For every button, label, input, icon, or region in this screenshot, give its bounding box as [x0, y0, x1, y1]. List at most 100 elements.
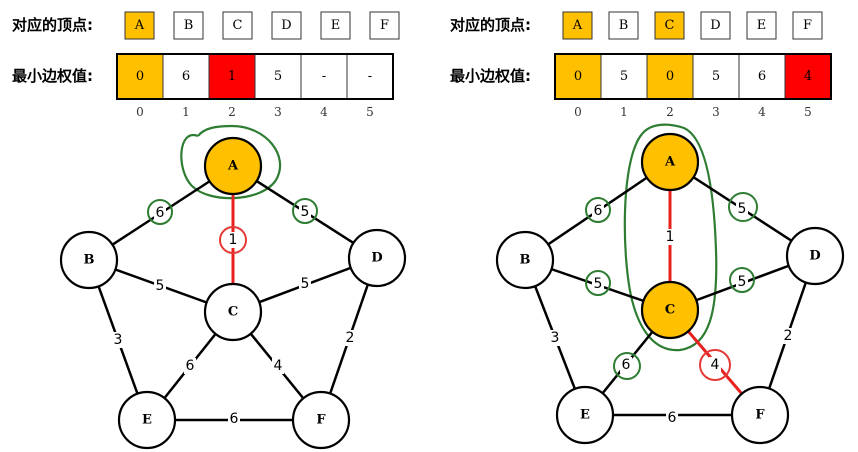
weight-cell-value: 5 — [712, 69, 720, 84]
weight-cell-value: - — [322, 69, 326, 84]
node-E — [117, 390, 177, 450]
vertex-cell-B — [608, 11, 639, 40]
vertex-cell-label: F — [803, 18, 812, 33]
weight-cell-value: - — [368, 69, 372, 84]
vertex-cell-F — [792, 11, 823, 40]
green-circle-weight-AD — [292, 198, 318, 224]
node-B — [495, 230, 555, 290]
vertex-cell-A — [124, 11, 155, 40]
edge-weight-bg — [709, 357, 721, 373]
node-label-C: C — [228, 305, 238, 320]
edge-weight-bg — [782, 328, 794, 344]
green-annotation-loop — [180, 124, 282, 200]
weight-cell-value: 5 — [274, 69, 282, 84]
edge-weight-AB: 6 — [156, 205, 165, 221]
vertex-cell-label: D — [710, 18, 720, 33]
edge-weight-DF: 2 — [346, 330, 355, 346]
weight-cell-value: 6 — [758, 69, 766, 84]
array-index: 5 — [366, 105, 374, 119]
vertex-row-label: 对应的顶点: — [12, 16, 93, 34]
node-label-C: C — [665, 303, 675, 318]
node-label-E: E — [580, 408, 590, 423]
array-index: 3 — [712, 105, 720, 119]
vertex-cell-label: A — [134, 18, 145, 33]
green-annotation-loop — [623, 123, 718, 352]
edge-weight-CD: 5 — [301, 276, 310, 292]
weight-array-frame — [554, 53, 832, 100]
node-label-D: D — [809, 249, 820, 264]
array-index: 2 — [228, 105, 236, 119]
node-C — [203, 282, 263, 342]
red-circle-weight-CF — [699, 349, 731, 381]
edge-weight-BE: 3 — [551, 330, 560, 346]
weight-array-frame — [116, 53, 394, 100]
edge-weight-AB: 6 — [594, 203, 603, 219]
array-index: 4 — [758, 105, 766, 119]
weight-cell-value: 4 — [804, 69, 812, 84]
edge-weight-EF: 6 — [230, 411, 239, 427]
weight-row-label: 最小边权值: — [12, 67, 93, 85]
node-D — [785, 226, 845, 286]
edge-weight-BC: 5 — [594, 276, 603, 292]
node-F — [730, 385, 790, 445]
node-A — [640, 132, 700, 192]
edge-weight-AC: 1 — [666, 229, 675, 245]
edge-weight-bg — [666, 410, 678, 426]
edge-weight-bg — [299, 204, 311, 220]
vertex-cell-E — [320, 11, 351, 40]
array-index: 2 — [666, 105, 674, 119]
vertex-cell-label: E — [331, 18, 341, 33]
vertex-cell-A — [562, 11, 593, 40]
green-circle-weight-CD — [729, 267, 755, 293]
edge-weight-bg — [154, 278, 166, 294]
node-E — [555, 385, 615, 445]
node-C — [640, 280, 700, 340]
edge-weight-bg — [344, 330, 356, 346]
edge-weight-BE: 3 — [114, 332, 123, 348]
vertex-cell-C — [222, 11, 253, 40]
node-B — [59, 230, 119, 290]
edge-weight-bg — [154, 205, 166, 221]
array-index: 0 — [574, 105, 582, 119]
vertex-cell-label: C — [665, 18, 675, 33]
vertex-cell-E — [746, 11, 777, 40]
array-index: 4 — [320, 105, 328, 119]
edge-weight-bg — [299, 276, 311, 292]
edge-weight-CE: 6 — [622, 357, 631, 373]
weight-cell-value: 5 — [620, 69, 628, 84]
edge-weight-bg — [736, 201, 748, 217]
edge-weight-bg — [184, 358, 196, 374]
edge-weight-bg — [272, 358, 284, 374]
edge-weight-bg — [592, 203, 604, 219]
green-circle-weight-CE — [613, 352, 641, 380]
edge-weight-AD: 5 — [301, 204, 310, 220]
vertex-cell-B — [173, 11, 204, 40]
edge-weight-AD: 5 — [738, 201, 747, 217]
weight-cell-value: 0 — [666, 69, 674, 84]
array-index: 3 — [274, 105, 282, 119]
vertex-cell-D — [271, 11, 302, 40]
vertex-cell-label: A — [572, 18, 583, 33]
weight-cell-1 — [162, 53, 210, 100]
edge-weight-CF: 4 — [274, 358, 283, 374]
edge-weight-BC: 5 — [156, 278, 165, 294]
node-label-B: B — [520, 253, 531, 268]
array-index: 0 — [136, 105, 144, 119]
edge-weight-bg — [228, 411, 240, 427]
green-circle-weight-AB — [585, 197, 611, 223]
vertex-cell-label: D — [281, 18, 291, 33]
weight-row-label: 最小边权值: — [450, 67, 531, 85]
green-circle-weight-AD — [728, 192, 758, 222]
edge-weight-bg — [227, 232, 239, 248]
node-label-F: F — [316, 413, 326, 428]
weight-cell-3 — [254, 53, 302, 100]
node-D — [347, 228, 407, 288]
red-circle-weight-AC — [219, 226, 247, 254]
vertex-cell-label: F — [380, 18, 389, 33]
node-label-A: A — [664, 155, 676, 170]
array-index: 1 — [620, 105, 628, 119]
green-circle-weight-BC — [585, 270, 611, 296]
weight-cell-value: 6 — [182, 69, 190, 84]
